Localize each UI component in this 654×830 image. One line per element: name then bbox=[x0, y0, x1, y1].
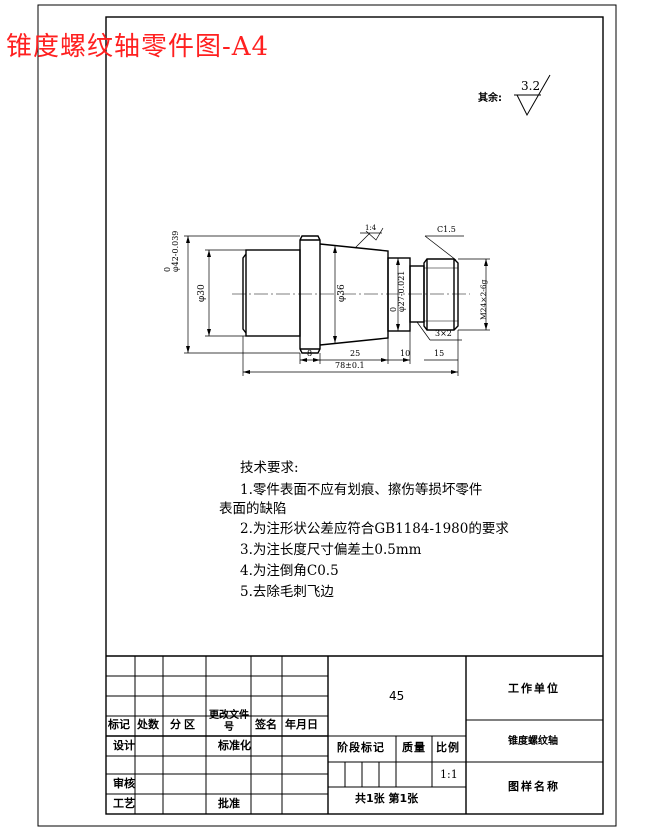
sheet-count: 共1张 第1张 bbox=[355, 792, 419, 805]
requirement-item: 5.去除毛刺飞边 bbox=[240, 584, 334, 600]
outer-frame bbox=[37, 4, 617, 827]
stage-header: 质量 bbox=[402, 741, 426, 754]
requirements-heading: 技术要求: bbox=[240, 460, 299, 476]
dim-groove: 3×2 bbox=[435, 329, 452, 338]
design-label: 设计 bbox=[113, 739, 135, 752]
stage-header: 比例 bbox=[436, 741, 460, 754]
dim-phi36: φ36 bbox=[337, 284, 347, 302]
requirement-item: 4.为注倒角C0.5 bbox=[240, 563, 339, 579]
standardize-label: 标准化 bbox=[218, 739, 251, 752]
dim-taper: 1:4 bbox=[365, 224, 377, 232]
dim-len-15: 15 bbox=[434, 349, 445, 358]
dim-phi42-label: 0 φ42-0.039 bbox=[163, 230, 180, 272]
material-number: 45 bbox=[389, 689, 405, 703]
drawing-title: 锥度螺纹轴零件图-A4 bbox=[6, 32, 270, 62]
rev-header: 签名 bbox=[255, 718, 277, 731]
approve-label: 批准 bbox=[218, 797, 240, 810]
dim-phi42: 0 φ42-0.039 bbox=[163, 212, 180, 272]
dim-chamfer: C1.5 bbox=[437, 225, 456, 234]
requirement-item: 2.为注形状公差应符合GB1184-1980的要求 bbox=[240, 521, 509, 537]
process-label: 工艺 bbox=[113, 797, 135, 810]
arrow-heads bbox=[186, 236, 488, 374]
rev-header: 年月日 bbox=[285, 718, 318, 731]
roughness-prefix: 其余: bbox=[478, 93, 502, 104]
scale-value: 1:1 bbox=[440, 768, 458, 781]
requirement-item: 3.为注长度尺寸偏差土0.5mm bbox=[240, 542, 422, 558]
dim-len-total: 78±0.1 bbox=[335, 361, 365, 370]
rev-header: 标记 bbox=[108, 718, 130, 731]
dim-phi30: φ30 bbox=[197, 284, 207, 302]
title-block-lines bbox=[106, 655, 603, 814]
dimension-lines bbox=[184, 227, 490, 376]
dim-len-8: 8 bbox=[307, 349, 313, 358]
part-name: 锥度螺纹轴 bbox=[508, 736, 558, 747]
rev-header: 分区 bbox=[170, 718, 198, 731]
dim-thread: M24×2-6g bbox=[479, 279, 488, 320]
dim-len-10: 10 bbox=[400, 349, 411, 358]
rev-header: 更改文件号 bbox=[209, 710, 249, 733]
roughness-symbol bbox=[514, 74, 551, 117]
requirement-item: 1.零件表面不应有划痕、擦伤等损坏零件 bbox=[240, 482, 483, 498]
rev-header: 处数 bbox=[137, 718, 159, 731]
dim-phi27: 0 φ27-0.021 bbox=[389, 270, 406, 312]
roughness-value: 3.2 bbox=[521, 79, 541, 93]
stage-header: 阶段标记 bbox=[337, 741, 385, 754]
inner-frame bbox=[105, 16, 604, 815]
review-label: 审核 bbox=[113, 777, 135, 790]
drawing-name-label: 图样名称 bbox=[508, 780, 560, 793]
work-unit: 工作单位 bbox=[508, 682, 560, 695]
requirement-item: 表面的缺陷 bbox=[219, 501, 287, 517]
dim-len-25: 25 bbox=[350, 349, 361, 358]
shaft-outline bbox=[242, 235, 459, 354]
